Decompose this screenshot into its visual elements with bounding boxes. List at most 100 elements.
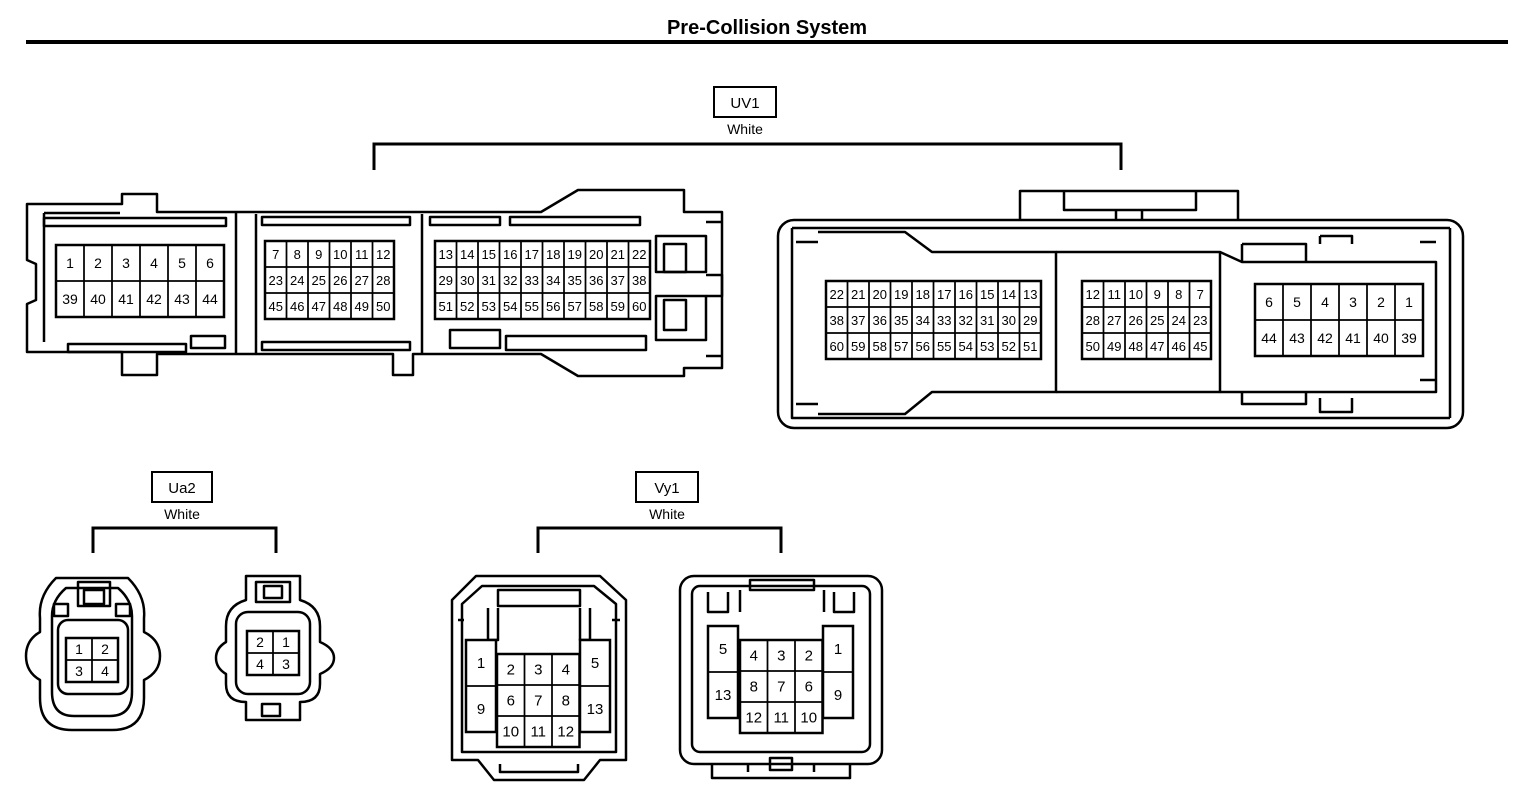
- pin-number: 18: [916, 287, 930, 302]
- pin-number: 1: [282, 634, 290, 650]
- pin-number: 1: [834, 641, 842, 658]
- pin-number: 13: [1023, 287, 1037, 302]
- pin-number: 59: [611, 299, 625, 314]
- pin-number: 9: [1154, 287, 1161, 302]
- pin-number: 10: [333, 247, 347, 262]
- pin-number: 1: [66, 255, 74, 271]
- pin-number: 50: [1086, 339, 1100, 354]
- pin-number: 12: [1086, 287, 1100, 302]
- pin-number: 34: [546, 273, 560, 288]
- pin-number: 8: [562, 693, 570, 710]
- pin-number: 51: [439, 299, 453, 314]
- pin-number: 54: [503, 299, 517, 314]
- pin-number: 2: [507, 662, 515, 679]
- pin-number: 40: [1373, 330, 1389, 346]
- connector-ua2-bracket: [91, 526, 278, 553]
- pin-number: 44: [202, 291, 218, 307]
- pin-number: 24: [1172, 313, 1186, 328]
- uv1-right-housing: [776, 189, 1465, 430]
- ua2-right-housing: [214, 574, 336, 722]
- pin-number: 3: [282, 656, 290, 672]
- pin-number: 38: [830, 313, 844, 328]
- pin-number: 57: [894, 339, 908, 354]
- pin-number: 31: [482, 273, 496, 288]
- pin-number: 14: [1002, 287, 1016, 302]
- pin-number: 13: [715, 687, 732, 704]
- pin-number: 59: [851, 339, 865, 354]
- pin-number: 39: [62, 291, 78, 307]
- pin-number: 27: [355, 273, 369, 288]
- pin-number: 4: [1321, 294, 1329, 310]
- pin-number: 45: [1193, 339, 1207, 354]
- pin-number: 29: [439, 273, 453, 288]
- uv1-left-housing: [25, 188, 724, 378]
- pin-number: 54: [959, 339, 973, 354]
- pin-number: 10: [800, 710, 817, 727]
- pin-number: 37: [611, 273, 625, 288]
- pin-number: 28: [1086, 313, 1100, 328]
- pin-number: 26: [333, 273, 347, 288]
- pin-number: 8: [294, 247, 301, 262]
- pin-number: 32: [959, 313, 973, 328]
- pin-cell: [1188, 332, 1212, 360]
- pin-number: 4: [750, 648, 758, 665]
- pin-number: 15: [980, 287, 994, 302]
- pin-number: 19: [894, 287, 908, 302]
- pin-number: 19: [568, 247, 582, 262]
- pin-number: 10: [1129, 287, 1143, 302]
- pin-number: 17: [525, 247, 539, 262]
- pin-number: 53: [482, 299, 496, 314]
- pin-number: 33: [937, 313, 951, 328]
- pin-number: 43: [1289, 330, 1305, 346]
- connector-uv1-id: UV1: [730, 95, 759, 112]
- pin-cell: [1018, 332, 1042, 360]
- pin-number: 11: [773, 710, 789, 727]
- page-title: Pre-Collision System: [667, 17, 867, 39]
- pin-number: 8: [1175, 287, 1182, 302]
- pin-number: 1: [75, 641, 83, 657]
- pin-number: 48: [333, 299, 347, 314]
- pin-cell: [579, 685, 611, 733]
- pin-number: 48: [1129, 339, 1143, 354]
- ua2-left-housing: [24, 576, 162, 732]
- pin-number: 31: [980, 313, 994, 328]
- pin-number: 16: [959, 287, 973, 302]
- pin-number: 17: [937, 287, 951, 302]
- pin-number: 6: [206, 255, 214, 271]
- pin-number: 35: [894, 313, 908, 328]
- pin-number: 46: [290, 299, 304, 314]
- pin-number: 37: [851, 313, 865, 328]
- pin-number: 5: [591, 655, 599, 672]
- pin-number: 18: [546, 247, 560, 262]
- pin-number: 5: [178, 255, 186, 271]
- connector-ua2-id: Ua2: [168, 480, 196, 497]
- pin-cell: [272, 652, 300, 676]
- pin-number: 3: [534, 662, 542, 679]
- pin-number: 3: [122, 255, 130, 271]
- pin-number: 49: [1107, 339, 1121, 354]
- pin-number: 41: [118, 291, 134, 307]
- pin-number: 20: [873, 287, 887, 302]
- pin-number: 39: [1401, 330, 1417, 346]
- pin-number: 8: [750, 679, 758, 696]
- pin-number: 41: [1345, 330, 1361, 346]
- pin-number: 56: [916, 339, 930, 354]
- pin-number: 7: [272, 247, 279, 262]
- vy1-left-housing: [450, 574, 628, 782]
- pin-number: 24: [290, 273, 304, 288]
- pin-number: 3: [777, 648, 785, 665]
- pin-number: 7: [777, 679, 785, 696]
- pin-number: 38: [632, 273, 646, 288]
- pin-number: 5: [719, 641, 727, 658]
- connector-ua2-label: Ua2 White: [91, 471, 278, 553]
- pin-number: 4: [101, 663, 109, 679]
- connector-vy1-label: Vy1 White: [536, 471, 783, 553]
- pin-number: 42: [146, 291, 162, 307]
- pin-number: 22: [632, 247, 646, 262]
- pin-number: 55: [525, 299, 539, 314]
